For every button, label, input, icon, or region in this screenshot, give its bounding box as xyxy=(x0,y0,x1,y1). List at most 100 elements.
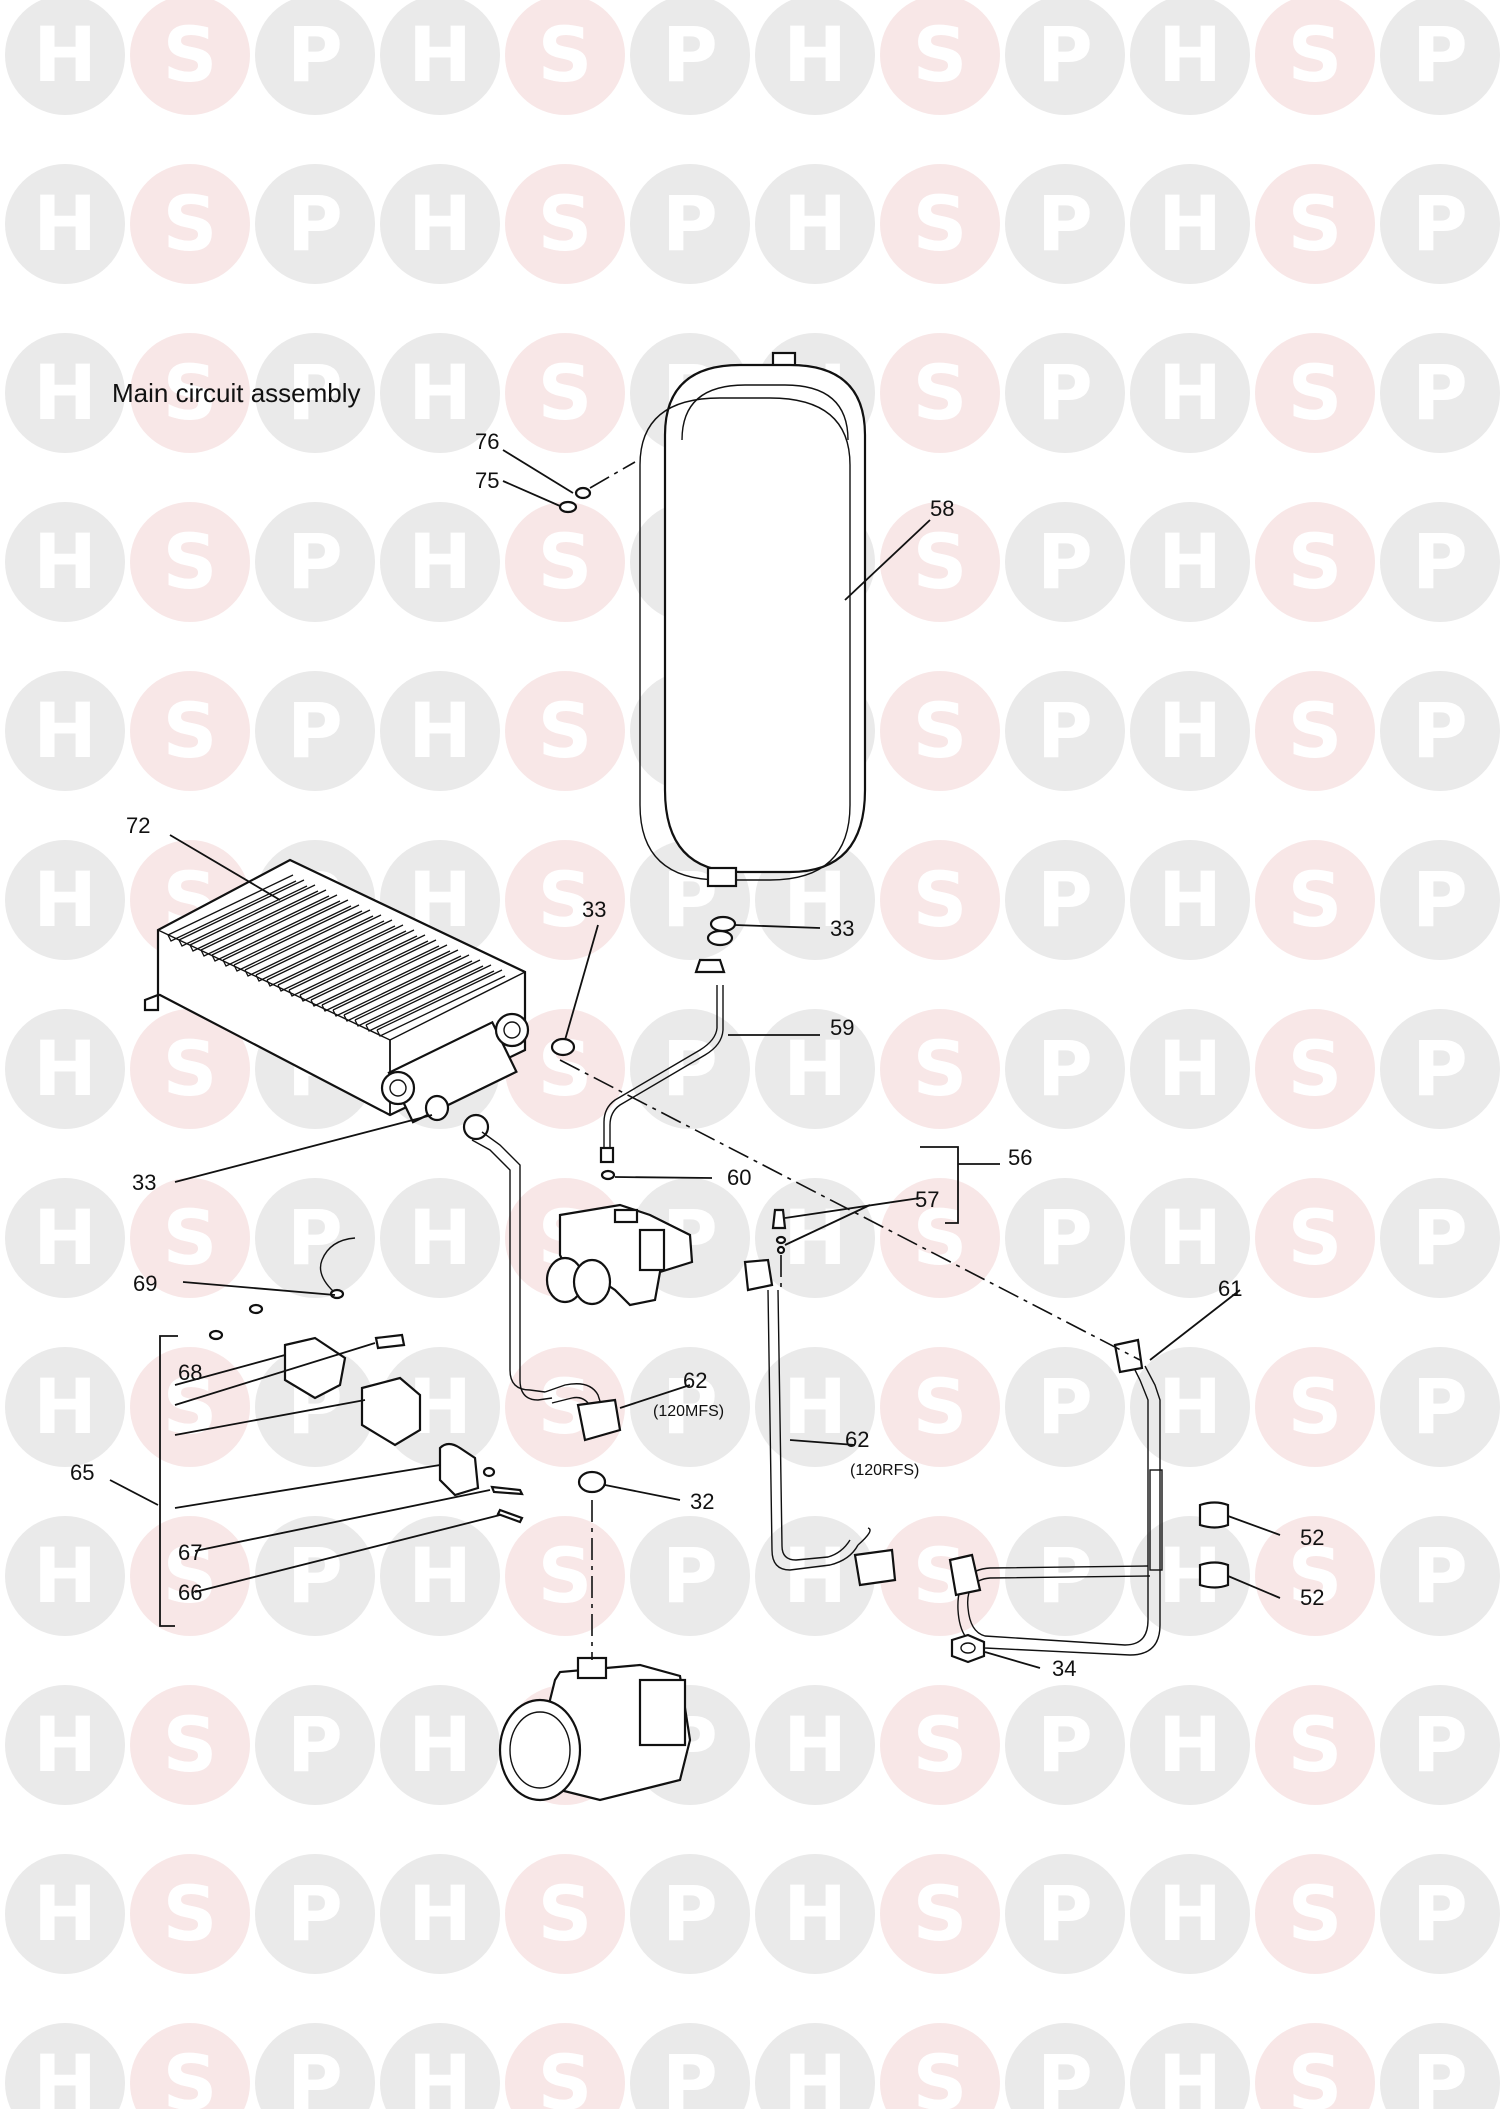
watermark-letter: H xyxy=(33,1024,97,1113)
heat-exchanger-fin xyxy=(266,919,396,987)
label-75: 75 xyxy=(475,468,499,493)
watermark-letter: P xyxy=(1412,1869,1468,1958)
watermark-circle xyxy=(880,0,1000,115)
watermark-letter: S xyxy=(538,517,593,606)
watermark-circle xyxy=(5,0,125,115)
watermark-circle xyxy=(5,1516,125,1636)
watermark-circle xyxy=(130,2023,250,2109)
nut-icon xyxy=(950,1633,986,1664)
watermark-letter: P xyxy=(287,10,343,99)
watermark-circle xyxy=(1255,1854,1375,1974)
watermark-circle xyxy=(1380,1347,1500,1467)
watermark-circle xyxy=(1255,1009,1375,1129)
label-60: 60 xyxy=(727,1165,751,1190)
watermark-circle xyxy=(630,164,750,284)
watermark-circle xyxy=(755,1347,875,1467)
watermark-circle xyxy=(880,840,1000,960)
watermark-circle xyxy=(5,1009,125,1129)
watermark-circle xyxy=(755,0,875,115)
watermark-circle xyxy=(5,164,125,284)
watermark-letter: S xyxy=(1288,1700,1343,1789)
heat-exchanger-fin xyxy=(233,904,363,972)
watermark-letter: H xyxy=(408,2038,472,2109)
watermark-circle xyxy=(380,1178,500,1298)
heat-exchanger-fin xyxy=(310,939,440,1007)
heat-exchanger-fin xyxy=(354,959,484,1027)
sensor-icon xyxy=(771,1208,787,1255)
screw-icon xyxy=(558,461,636,514)
watermark-letter: H xyxy=(783,1531,847,1620)
watermark-circle xyxy=(1005,2023,1125,2109)
watermark-letter: S xyxy=(1288,348,1343,437)
watermark-letter: P xyxy=(1412,1362,1468,1451)
label-68: 68 xyxy=(178,1360,202,1385)
watermark-circle xyxy=(1380,0,1500,115)
watermark-circle xyxy=(1130,1685,1250,1805)
watermark-letter: P xyxy=(287,2038,343,2109)
watermark-letter: H xyxy=(783,1193,847,1282)
watermark-letter: S xyxy=(538,348,593,437)
label-59: 59 xyxy=(830,1015,854,1040)
label-76: 76 xyxy=(475,429,499,454)
watermark-letter: P xyxy=(1037,855,1093,944)
pipe-icon xyxy=(743,1258,897,1587)
watermark-circle xyxy=(255,164,375,284)
watermark-letter: S xyxy=(1288,1869,1343,1958)
watermark-letter: P xyxy=(1412,1024,1468,1113)
watermark-letter: P xyxy=(1412,179,1468,268)
watermark-letter: S xyxy=(163,1531,218,1620)
heat-exchanger-fin xyxy=(332,949,462,1017)
watermark-circle xyxy=(880,1516,1000,1636)
watermark-circle xyxy=(1380,2023,1500,2109)
heat-exchanger-fin xyxy=(211,894,341,962)
watermark-letter: S xyxy=(913,855,968,944)
watermark-letter: S xyxy=(538,686,593,775)
label-62-mfs-sub: (120MFS) xyxy=(653,1403,724,1420)
label-69: 69 xyxy=(133,1271,157,1296)
watermark-letter: H xyxy=(33,686,97,775)
watermark-circle xyxy=(1255,1178,1375,1298)
watermark-circle xyxy=(1130,0,1250,115)
watermark-letter: H xyxy=(783,10,847,99)
watermark-circle xyxy=(130,1854,250,1974)
watermark-letter: P xyxy=(287,1193,343,1282)
watermark-circle xyxy=(1130,671,1250,791)
watermark-circle xyxy=(1130,1009,1250,1129)
watermark-circle xyxy=(755,1009,875,1129)
watermark-letter: S xyxy=(1288,1193,1343,1282)
watermark-circle xyxy=(505,1516,625,1636)
watermark-letter: H xyxy=(408,179,472,268)
watermark-letter: P xyxy=(1037,2038,1093,2109)
watermark-circle xyxy=(255,1178,375,1298)
watermark-letter: H xyxy=(783,1024,847,1113)
watermark-letter: S xyxy=(163,686,218,775)
watermark-letter: S xyxy=(163,1869,218,1958)
heat-exchanger-fin xyxy=(365,964,495,1032)
watermark-letter: S xyxy=(538,179,593,268)
watermark-letter: S xyxy=(1288,855,1343,944)
watermark-letter: H xyxy=(33,10,97,99)
watermark-letter: P xyxy=(287,1531,343,1620)
watermark-letter: S xyxy=(1288,1024,1343,1113)
label-62-rfs-sub: (120RFS) xyxy=(850,1462,919,1479)
watermark-letter: H xyxy=(1158,855,1222,944)
heat-exchanger-fin xyxy=(255,914,385,982)
watermark-circle xyxy=(1255,671,1375,791)
watermark-letter: S xyxy=(163,517,218,606)
watermark-circle xyxy=(630,1854,750,1974)
watermark-letter: P xyxy=(662,1362,718,1451)
watermark-circle xyxy=(505,671,625,791)
watermark-circle xyxy=(1255,1685,1375,1805)
heat-exchanger-fin xyxy=(299,934,429,1002)
watermark-letter: H xyxy=(1158,517,1222,606)
watermark-circle xyxy=(1255,1516,1375,1636)
watermark-letter: H xyxy=(33,1531,97,1620)
label-65: 65 xyxy=(70,1460,94,1485)
watermark-letter: S xyxy=(163,10,218,99)
watermark-letter: S xyxy=(913,686,968,775)
watermark-circle xyxy=(380,333,500,453)
watermark-circle xyxy=(880,2023,1000,2109)
watermark-circle xyxy=(130,502,250,622)
watermark-circle xyxy=(505,164,625,284)
